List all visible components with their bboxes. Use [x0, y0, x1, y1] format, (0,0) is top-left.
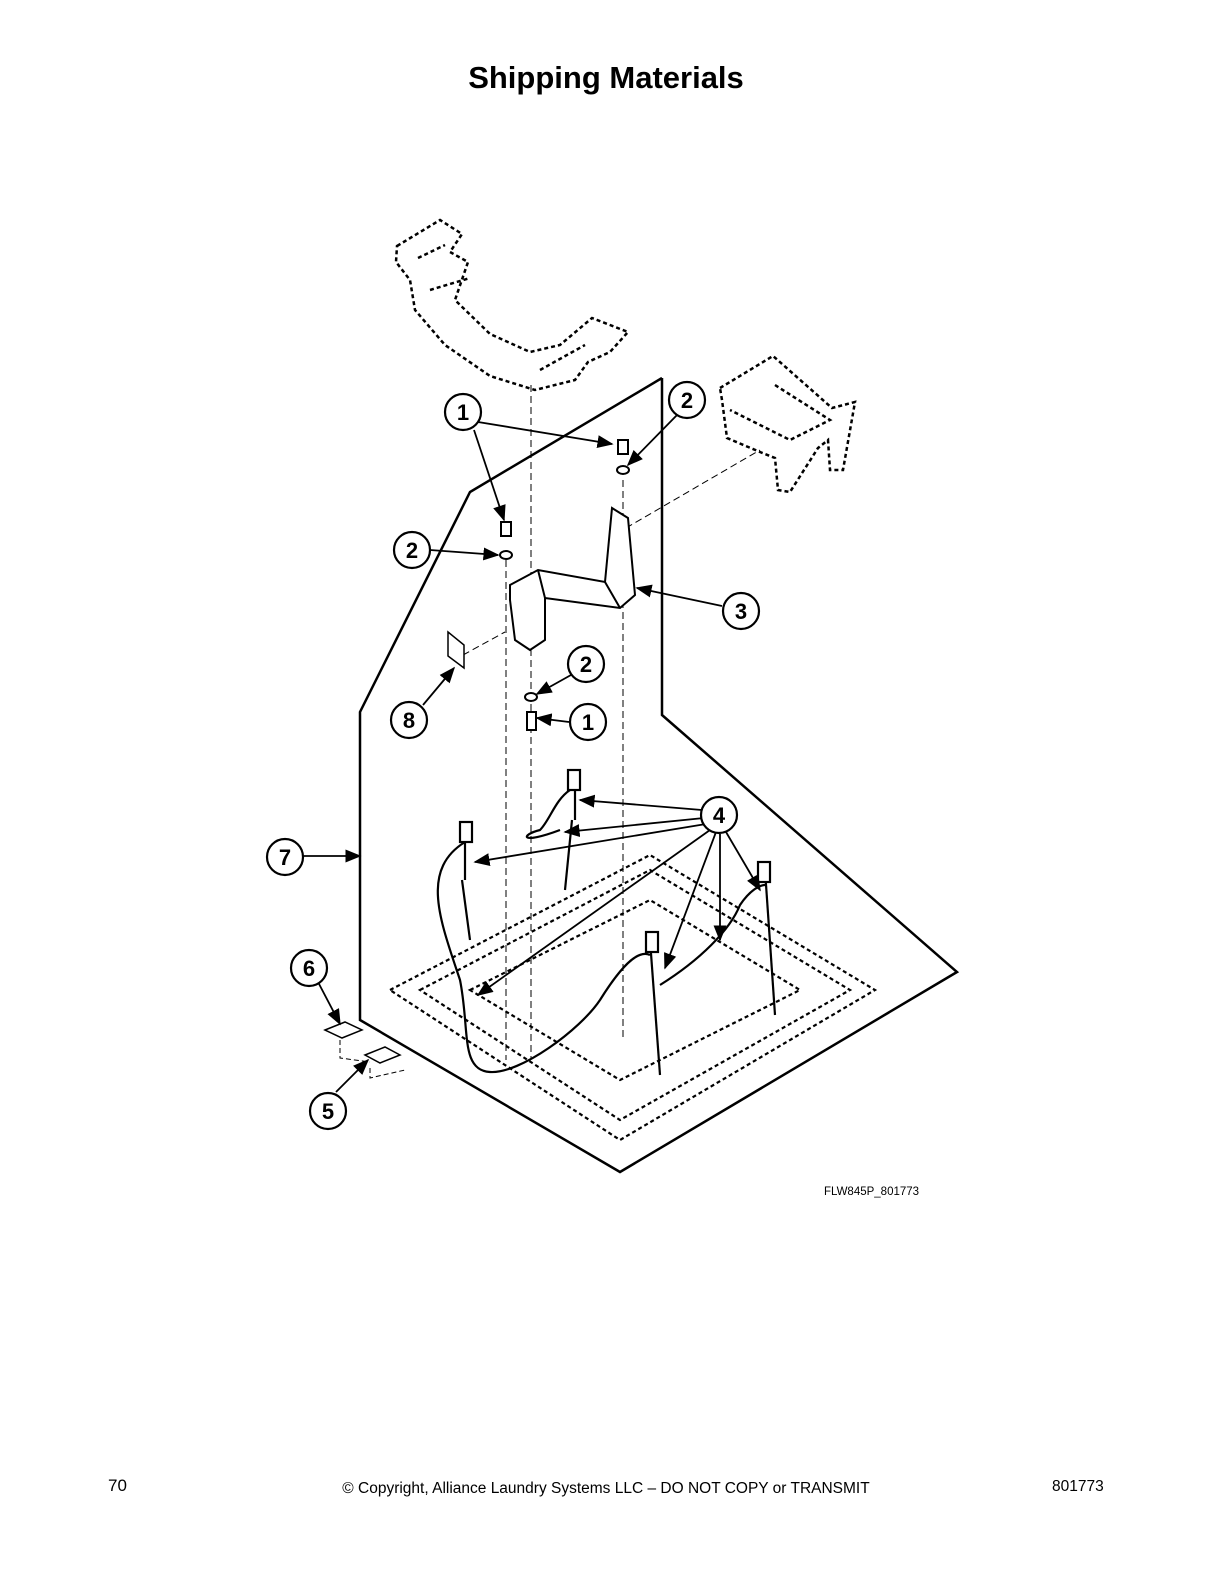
callout-2: 2 — [580, 652, 592, 677]
shipping-bracket — [509, 506, 637, 652]
callout-7: 7 — [279, 845, 291, 870]
figure-id: FLW845P_801773 — [824, 1186, 920, 1198]
callout-6: 6 — [303, 956, 315, 981]
leader-lines — [300, 413, 761, 1093]
labels-items-5-6 — [323, 1021, 402, 1064]
callout-8: 8 — [403, 708, 415, 733]
callout-1: 1 — [457, 400, 469, 425]
tub-support-dashed — [394, 218, 631, 392]
document-number: 801773 — [1052, 1478, 1104, 1495]
callout-5: 5 — [322, 1099, 334, 1124]
callout-4: 4 — [713, 803, 726, 828]
washer-base-dashed — [387, 853, 878, 1142]
right-bracket-dashed — [718, 354, 857, 494]
copyright-notice: © Copyright, Alliance Laundry Systems LL… — [342, 1480, 870, 1497]
page-number: 70 — [108, 1476, 127, 1495]
shipping-straps — [436, 768, 777, 1076]
carton-outline — [358, 376, 960, 1174]
bolts-washers — [499, 439, 630, 731]
callout-1: 1 — [582, 710, 594, 735]
page-title: Shipping Materials — [468, 60, 744, 95]
callout-2: 2 — [406, 538, 418, 563]
alignment-lines — [462, 385, 761, 1060]
callout-2: 2 — [681, 388, 693, 413]
callout-bubbles — [265, 380, 761, 1131]
label-item-8 — [447, 630, 465, 670]
callout-3: 3 — [735, 599, 747, 624]
